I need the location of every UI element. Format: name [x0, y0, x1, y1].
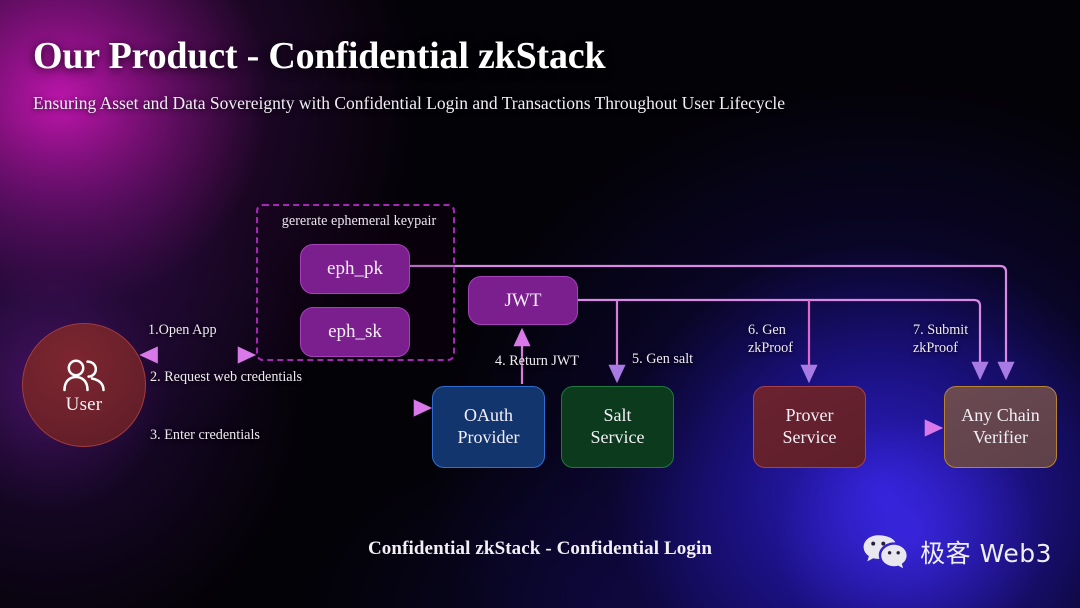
step-label-2: 2. Request web credentials — [150, 369, 303, 385]
users-icon — [63, 359, 105, 391]
jwt-node[interactable]: JWT — [468, 276, 578, 325]
salt-service-line1: Salt — [603, 405, 632, 426]
user-node[interactable]: User — [22, 323, 146, 447]
any-chain-verifier-line2: Verifier — [973, 427, 1028, 447]
step-label-5: 5. Gen salt — [632, 351, 694, 367]
page-subtitle: Ensuring Asset and Data Sovereignty with… — [33, 92, 786, 113]
prover-service-line1: Prover — [785, 405, 834, 426]
step-label-1: 1.Open App — [148, 322, 217, 338]
step-label-7: 7. Submit zkProof — [913, 322, 969, 356]
slide-header: Our Product - Confidential zkStack Ensur… — [33, 34, 1043, 114]
watermark: 极客 Web3 — [862, 533, 1052, 571]
any-chain-verifier-node[interactable]: Any Chain Verifier — [944, 386, 1057, 468]
watermark-text: 极客 Web3 — [920, 539, 1052, 568]
eph-sk-node[interactable]: eph_sk — [300, 307, 410, 357]
salt-service-line2: Service — [590, 427, 645, 447]
prover-service-line2: Service — [782, 427, 837, 447]
step-label-4: 4. Return JWT — [495, 353, 579, 369]
step-label-3: 3. Enter credentials — [150, 427, 260, 443]
salt-service-node[interactable]: Salt Service — [561, 386, 674, 468]
oauth-provider-line1: OAuth — [464, 405, 513, 426]
user-label: User — [65, 393, 103, 415]
eph-pk-node[interactable]: eph_pk — [300, 244, 410, 294]
ephemeral-keypair-group: gererate ephemeral keypair eph_pk eph_sk — [256, 204, 455, 361]
wechat-icon — [863, 535, 907, 569]
page-title: Our Product - Confidential zkStack — [33, 35, 606, 77]
oauth-provider-node[interactable]: OAuth Provider — [432, 386, 545, 468]
prover-service-node[interactable]: Prover Service — [753, 386, 866, 468]
any-chain-verifier-line1: Any Chain — [961, 405, 1040, 426]
oauth-provider-line2: Provider — [457, 427, 520, 447]
step-label-6: 6. Gen zkProof — [748, 322, 793, 356]
keypair-group-title: gererate ephemeral keypair — [281, 213, 437, 229]
slide-caption: Confidential zkStack - Confidential Logi… — [367, 538, 713, 559]
